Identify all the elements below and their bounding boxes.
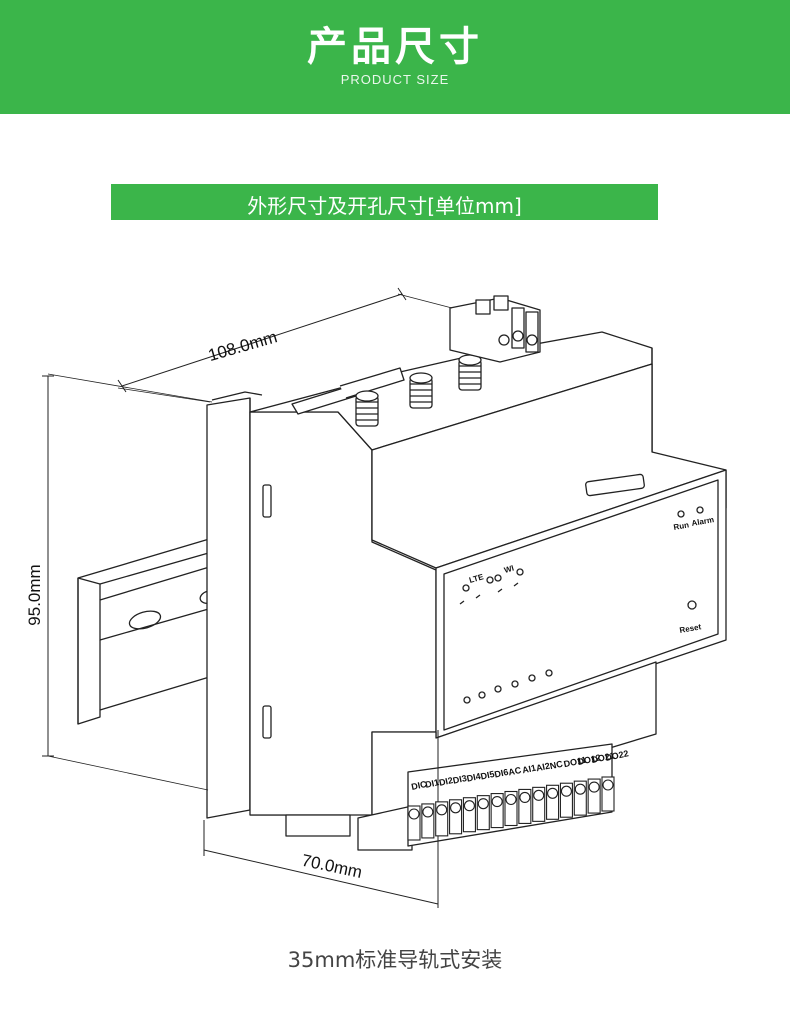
terminal-screw-icon (463, 800, 475, 812)
page-title: 产品尺寸 (307, 24, 483, 70)
wifi-label: WI (503, 564, 515, 575)
din-rail (77, 533, 227, 725)
lte-label: LTE (468, 572, 485, 585)
product-drawing: 108.0mm 95.0mm 70.0mm Run Alarm Reset LT… (25, 287, 727, 908)
terminal-screws (407, 776, 615, 841)
terminal-label-di4: DI4 (466, 771, 482, 784)
depth-dimension-label: 108.0mm (206, 327, 279, 365)
terminal-screw-icon (602, 779, 614, 791)
terminal-label-do12: DO12 (577, 752, 602, 767)
terminal-label-dic: DIC (410, 779, 428, 792)
terminal-label-do11: DO11 (563, 755, 588, 770)
front-panel (435, 469, 727, 739)
terminal-label-di6: DI6 (493, 767, 509, 780)
terminal-screw-icon (519, 791, 531, 803)
header-banner: 产品尺寸 PRODUCT SIZE (0, 0, 790, 114)
antenna-connector-3 (458, 354, 482, 391)
terminal-label-di5: DI5 (480, 769, 496, 782)
terminal-screw-icon (436, 804, 448, 816)
width-dimension-label: 70.0mm (300, 851, 364, 882)
terminal-label-ai1: AI1 (521, 763, 537, 776)
terminal-screw-icon (422, 806, 434, 818)
terminal-label-do22: DO22 (604, 748, 629, 763)
section-title-bar: 外形尺寸及开孔尺寸[单位mm] (111, 184, 658, 220)
terminal-screw-icon (547, 787, 559, 799)
terminal-label-do21: DO21 (590, 750, 615, 765)
height-dimension-label: 95.0mm (25, 564, 44, 625)
terminal-screw-icon (408, 808, 420, 820)
terminal-screw-icon (477, 798, 489, 810)
terminal-label-ac: AC (507, 765, 522, 778)
terminal-screw-icon (588, 781, 600, 793)
power-terminal-block (449, 295, 541, 363)
run-indicator-label: Run (673, 520, 690, 532)
antenna-connector-2 (409, 372, 433, 409)
dimension-depth-line (117, 287, 453, 403)
mounting-caption: 35mm标准导轨式安装 (287, 948, 503, 972)
terminal-label-di1: DI1 (424, 777, 440, 790)
terminal-label-nc: NC (549, 759, 564, 772)
terminal-screw-icon (533, 789, 545, 801)
terminal-screw-icon (560, 785, 572, 797)
dimension-height-line (42, 373, 213, 791)
section-title: 外形尺寸及开孔尺寸[单位mm] (247, 194, 522, 218)
terminal-screw-icon (491, 796, 503, 808)
alarm-indicator-label: Alarm (691, 515, 715, 528)
page-subtitle: PRODUCT SIZE (340, 72, 450, 87)
terminal-screw-icon (574, 783, 586, 795)
terminal-label-di2: DI2 (438, 775, 454, 788)
terminal-label-di3: DI3 (452, 773, 468, 786)
terminal-label-ai2: AI2 (535, 761, 551, 774)
antenna-connector-1 (355, 390, 379, 427)
reset-button-label: Reset (679, 622, 702, 635)
terminal-screw-icon (505, 793, 517, 806)
terminal-screw-icon (450, 802, 462, 814)
